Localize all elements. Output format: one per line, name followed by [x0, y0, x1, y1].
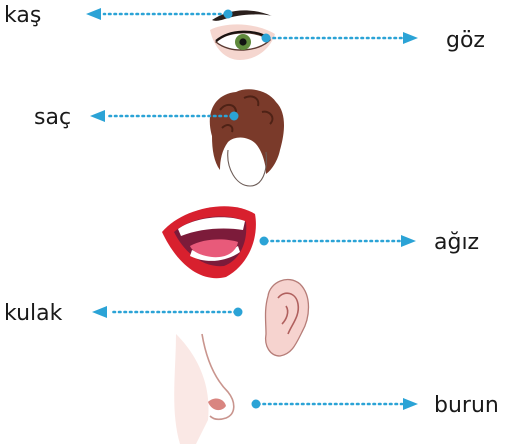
eye-arrowhead	[403, 32, 418, 44]
hair-illustration	[210, 89, 284, 186]
eye-leader-dot	[262, 34, 271, 43]
nostril	[208, 399, 226, 411]
eyebrow-leader-dot	[224, 10, 233, 19]
face-profile-shade	[174, 334, 208, 444]
nose-leader-dot	[252, 400, 261, 409]
hair-arrowhead	[90, 110, 105, 122]
mouth-leader-dot	[260, 237, 269, 246]
ear-label: kulak	[4, 301, 63, 326]
hair-shape	[210, 89, 284, 174]
mouth-illustration	[162, 206, 256, 278]
mouth-pointer	[260, 235, 417, 247]
eye-label: göz	[446, 28, 485, 53]
ear-pointer	[92, 306, 243, 318]
eyebrow-label: kaş	[4, 3, 41, 28]
mouth-arrowhead	[401, 235, 416, 247]
face-outline	[228, 150, 267, 186]
ear-illustration	[266, 280, 309, 356]
mouth-label: ağız	[434, 230, 479, 255]
eye-pointer	[262, 32, 419, 44]
nose-arrowhead	[403, 398, 418, 410]
eyebrow-shape	[212, 10, 272, 20]
eye-pupil	[239, 38, 246, 45]
nose-label: burun	[434, 393, 499, 418]
nose-illustration	[174, 334, 234, 444]
hair-leader-dot	[230, 112, 239, 121]
ear-leader-dot	[234, 308, 243, 317]
eyebrow-arrowhead	[86, 8, 101, 20]
nose-pointer	[252, 398, 419, 410]
ear-arrowhead	[92, 306, 107, 318]
eyebrow-pointer	[86, 8, 233, 20]
hair-label: saç	[34, 105, 71, 130]
